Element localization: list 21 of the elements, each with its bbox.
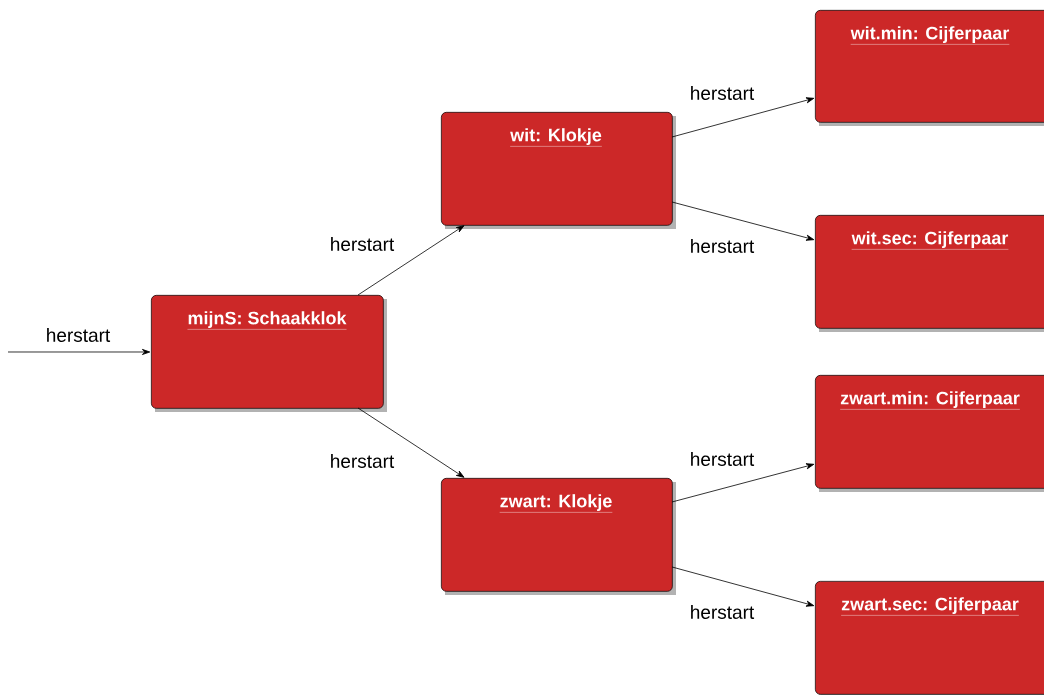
edge-label: herstart <box>331 454 395 468</box>
object-box: zwart.min: Cijferpaar <box>815 375 1044 492</box>
object-box: zwart: Klokje <box>441 477 676 595</box>
arrow <box>357 225 465 296</box>
edge-label: herstart <box>331 237 395 251</box>
edge-label: herstart <box>691 452 755 466</box>
arrow <box>671 201 815 241</box>
arrow <box>671 463 815 503</box>
object-box: wit.min: Cijferpaar <box>815 10 1044 126</box>
arrow <box>7 348 151 355</box>
object-box: mijnS: Schaakklok <box>151 295 387 412</box>
arrow <box>357 407 465 478</box>
edge-label: herstart <box>691 86 755 100</box>
arrow <box>671 566 815 607</box>
object-box: wit.sec: Cijferpaar <box>815 215 1044 332</box>
object-box: zwart.sec: Cijferpaar <box>815 581 1044 695</box>
edge-label: herstart <box>691 239 755 253</box>
arrow <box>671 97 815 138</box>
edge-label: herstart <box>691 605 755 619</box>
edge-label: herstart <box>47 328 111 342</box>
object-box: wit: Klokje <box>441 112 676 229</box>
